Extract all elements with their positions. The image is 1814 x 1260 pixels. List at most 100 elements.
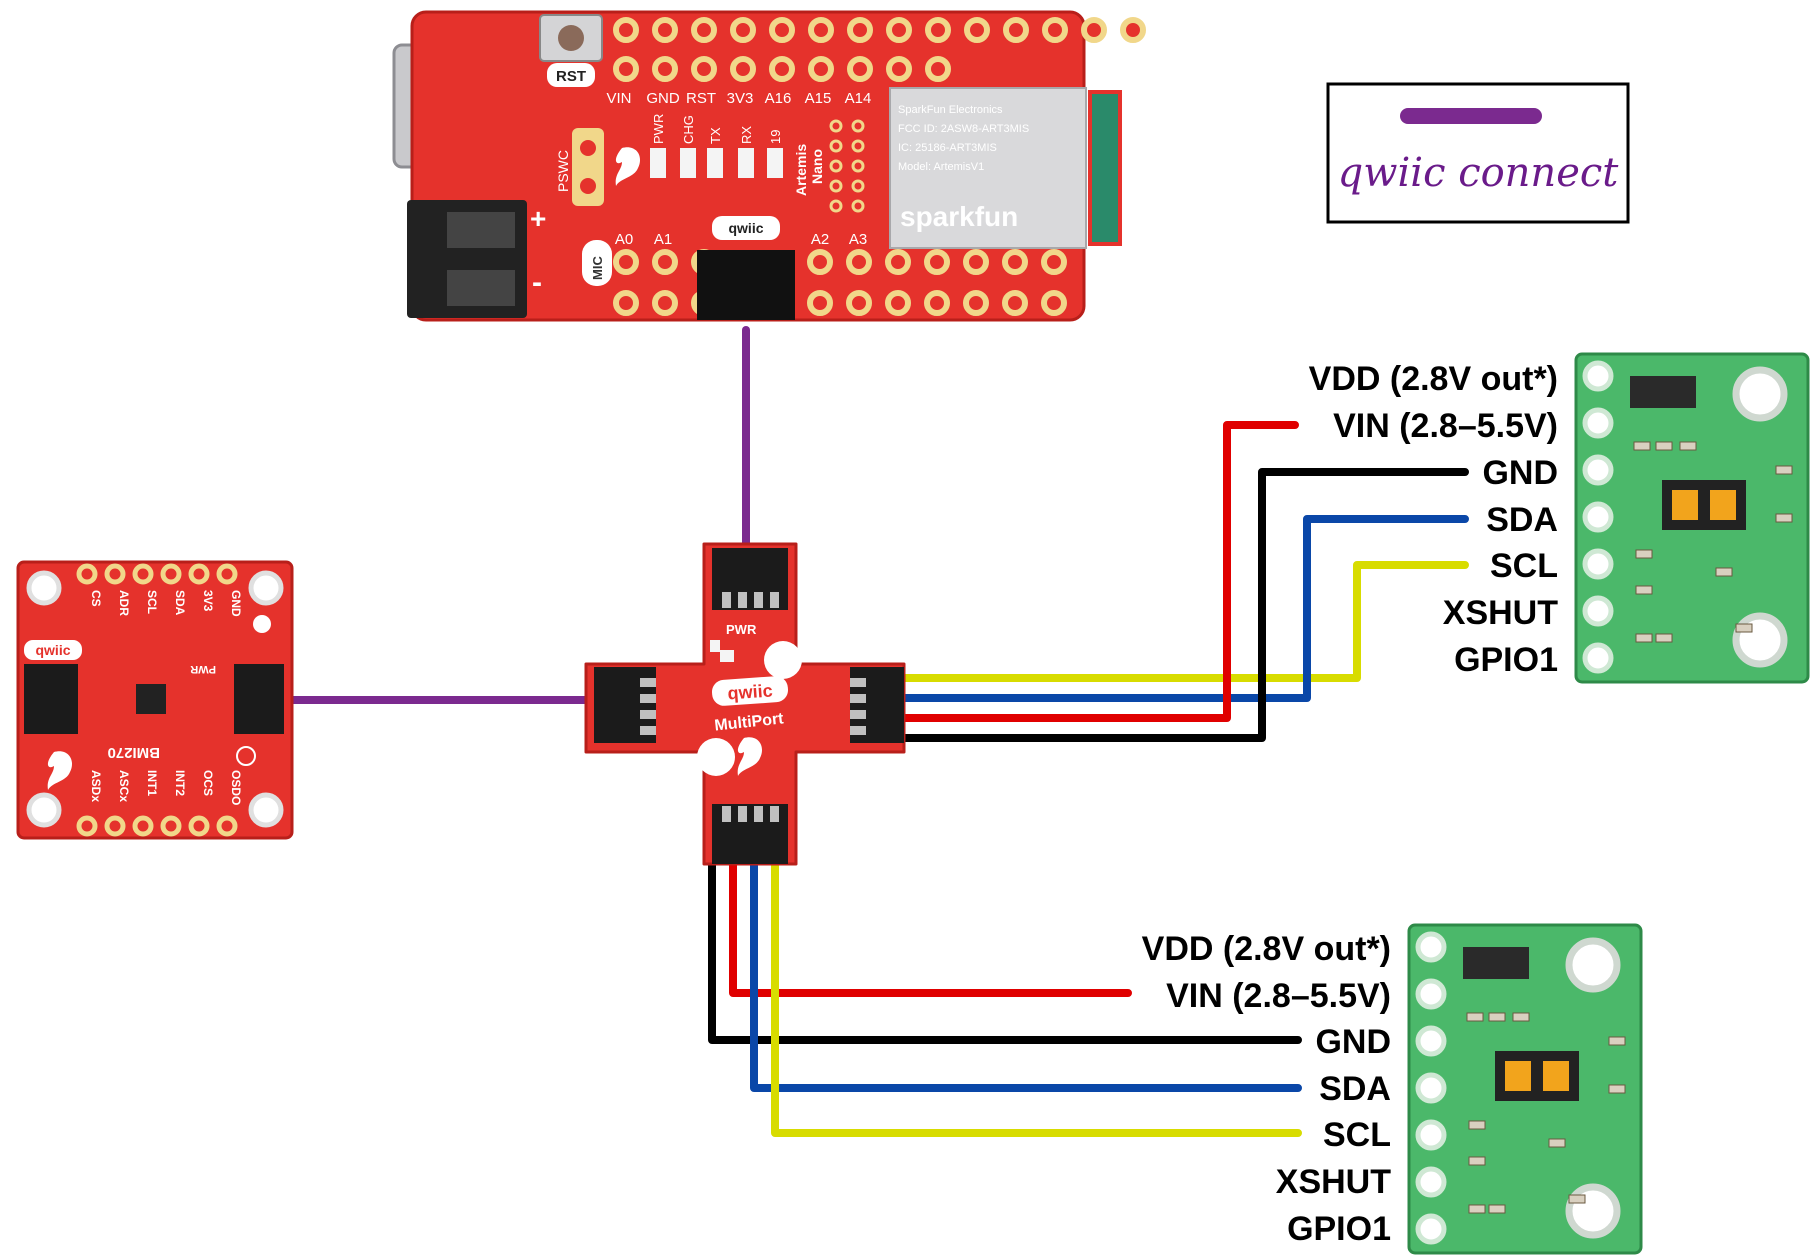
pin-label: RST [686,90,716,107]
header-pin [925,56,951,82]
header-pin [808,56,834,82]
header-pin [613,17,639,43]
pin-label: A15 [805,90,832,107]
pin-label: OCS [201,770,215,796]
module-text: IC: 25186-ART3MIS [898,142,997,154]
multiport-qwiic-logo [711,676,789,706]
pin-label: ADR [117,590,131,616]
module-text: FCC ID: 2ASW8-ART3MIS [898,123,1029,135]
module-text: Model: ArtemisV1 [898,161,984,173]
wires [280,326,1469,1137]
header-pin [613,56,639,82]
header-pin [1081,17,1107,43]
header-pin [132,815,154,837]
header-pin [846,249,872,275]
header-pin [851,179,865,193]
pin-label: 3V3 [201,590,215,612]
bmi270-connector-left[interactable] [24,664,78,734]
artemis-qwiic-connector[interactable] [697,250,795,320]
sparkfun-flame-icon [47,751,73,790]
pin-label: 3V3 [727,90,754,107]
header-pin [76,815,98,837]
sparkfun-flame-icon [737,737,763,776]
header-pin [886,17,912,43]
pin-label: A14 [845,90,872,107]
header-pin [216,563,238,585]
artemis-name-label: Artemis [793,144,809,196]
tof-pin-hole [1415,1072,1447,1104]
pin-label: A2 [811,231,829,248]
tof-pin-label: XSHUT [1443,594,1558,632]
tof-pin-hole [1415,978,1447,1010]
bmi270-connector-right[interactable] [234,664,284,734]
header-pin [188,563,210,585]
header-pin [769,56,795,82]
header-pin [963,290,989,316]
tof-pin-hole [1582,360,1614,392]
legend-box [1326,82,1630,224]
header-pin [925,17,951,43]
header-pin [851,139,865,153]
tof-pin-label: VDD (2.8V out*) [1142,930,1391,968]
pin-label: VIN [606,90,631,107]
tof-pin-label: GND [1482,454,1558,492]
header-pin [886,56,912,82]
header-pin [924,249,950,275]
header-pin [808,17,834,43]
header-pin [963,249,989,275]
led-label: RX [739,126,754,144]
bmi270-chip [136,684,166,714]
pin-label: A16 [765,90,792,107]
tof-sensor-top [1574,352,1810,684]
header-pin [829,199,843,213]
header-pin [76,563,98,585]
tof-pin-label: GPIO1 [1287,1210,1391,1248]
header-pin [652,56,678,82]
artemis-side-header [829,119,865,213]
header-pin [1120,17,1146,43]
pin-label: OSDO [229,770,243,805]
header-pin [160,563,182,585]
tof-pin-hole [1415,931,1447,963]
pin-label: SCL [145,590,159,614]
header-pin [846,290,872,316]
pin-label: INT1 [145,770,159,796]
pin-label: SDA [173,590,187,616]
gear-icon [253,615,271,633]
tof-pin-hole [1582,642,1614,674]
artemis-module [889,87,1087,249]
header-pin [829,139,843,153]
header-pin [964,17,990,43]
artemis-top-header [613,17,1146,82]
led-label: PWR [651,114,666,144]
header-pin [829,159,843,173]
header-pin [691,56,717,82]
artemis-name-label: Nano [809,149,825,184]
header-pin [104,563,126,585]
header-pin [829,179,843,193]
header-pin [851,119,865,133]
module-brand: sparkfun [900,201,1018,232]
tof-pin-hole [1582,595,1614,627]
pswc-label: PSWC [555,150,571,192]
header-pin [851,199,865,213]
tof-pin-hole [1415,1025,1447,1057]
tof-pin-hole [1415,1166,1447,1198]
header-pin [652,17,678,43]
header-pin [1002,249,1028,275]
rst-button-label: RST [556,68,586,85]
header-pin [847,17,873,43]
mic-label: MIC [590,256,605,280]
tof-pin-label: VIN (2.8–5.5V) [1333,407,1558,445]
artemis-nano-board: + - RST VIN GND RST 3V3 A16 A15 A14 PWR … [392,10,1146,322]
tof-pin-label: XSHUT [1276,1163,1391,1201]
pin-label: ASCx [117,770,131,802]
module-text: SparkFun Electronics [898,104,1003,116]
header-pin [652,249,678,275]
multiport-logo-text: qwiic [727,680,773,703]
pin-label: CS [89,590,103,607]
header-pin [1003,17,1029,43]
gnd-wire-bottom [708,861,1302,1044]
